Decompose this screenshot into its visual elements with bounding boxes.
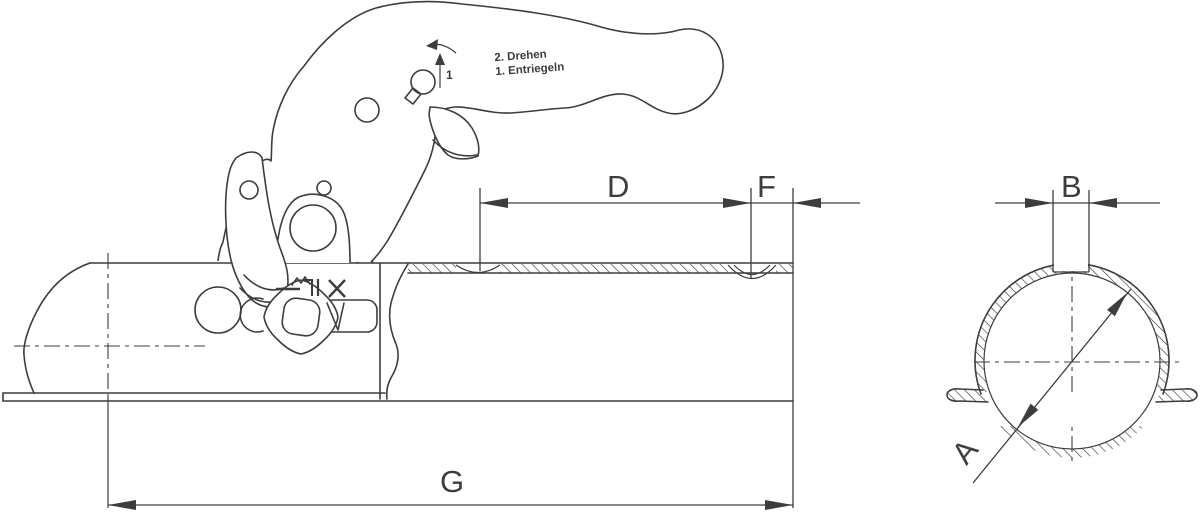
- coupling-side-view: 1 2. Drehen 1. Entriegeln: [2, 0, 860, 510]
- dimension-f-label: F: [757, 169, 776, 204]
- keyhole-icon: [404, 69, 436, 105]
- arrow-step-number: 1: [446, 68, 453, 82]
- dimension-d: D: [479, 169, 860, 271]
- housing-bore: [289, 204, 337, 252]
- instruction-step2: 2. Drehen: [494, 49, 547, 65]
- dimension-a: A: [945, 288, 1132, 484]
- end-notch-outer: [727, 264, 777, 279]
- unlock-arrow-icon: [435, 53, 445, 88]
- section-break-line: [385, 263, 409, 400]
- pawl-wedge: [428, 106, 480, 160]
- dimension-g-label: G: [440, 464, 464, 499]
- dimension-a-label: A: [945, 432, 985, 470]
- knob-collar: [239, 297, 264, 333]
- claw-pin-hole: [239, 180, 259, 200]
- pawl-band: [432, 139, 478, 157]
- rotate-arrow-icon: [426, 39, 457, 54]
- dimension-b: B: [995, 169, 1160, 273]
- lock-knob: [263, 279, 339, 355]
- section-inner-wall: [983, 272, 1161, 450]
- lock-state-markings: [276, 279, 346, 298]
- base-plate: [2, 392, 794, 402]
- instruction-step1: 1. Entriegeln: [495, 61, 565, 78]
- dimension-g: G: [108, 464, 793, 510]
- dimension-d-label: D: [607, 169, 629, 204]
- knob-grip: [281, 297, 321, 337]
- tube-cross-section-view: B A: [940, 169, 1200, 484]
- dimension-b-label: B: [1061, 169, 1082, 204]
- section-feet: [946, 388, 1198, 403]
- ball-socket-hole: [194, 286, 242, 334]
- lever-pivot-hole: [354, 97, 380, 123]
- instruction-text: 2. Drehen 1. Entriegeln: [494, 49, 565, 79]
- slot-v-mark: [326, 302, 345, 331]
- end-notch-inner: [733, 264, 771, 276]
- dimension-f: F: [750, 169, 821, 508]
- small-pin-hole: [316, 180, 332, 196]
- x-mark-icon: [328, 279, 346, 298]
- tube-wall-section: [407, 264, 794, 279]
- ball-socket-front: [23, 262, 91, 394]
